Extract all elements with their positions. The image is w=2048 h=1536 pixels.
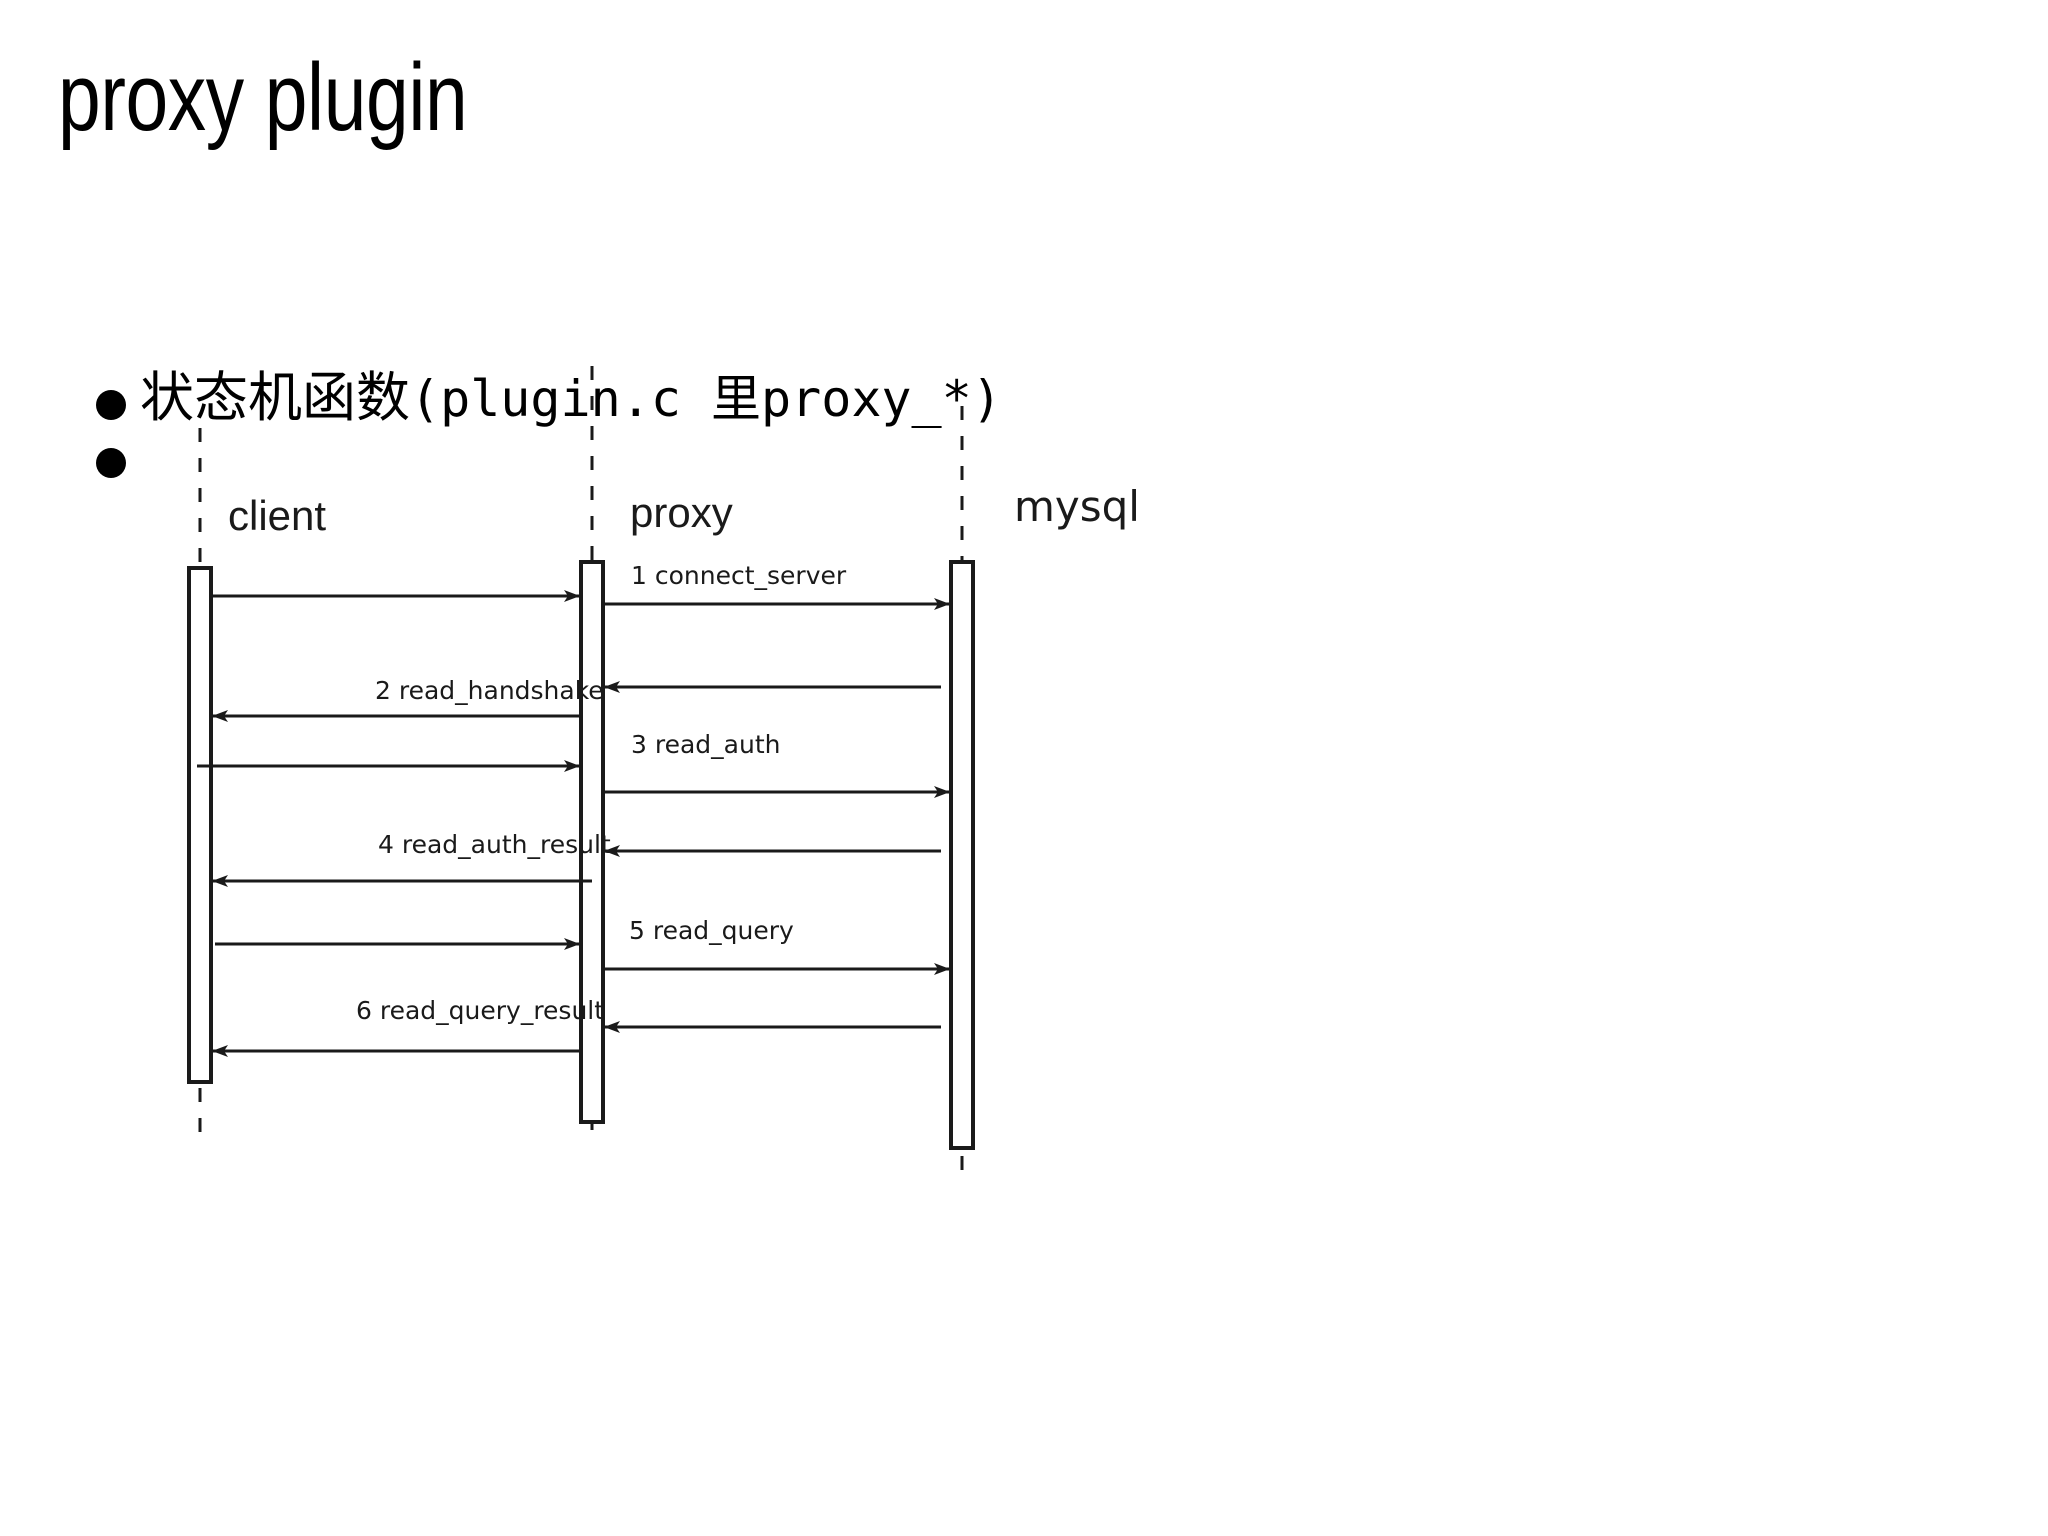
actor-label-mysql: mysql bbox=[1014, 482, 1140, 531]
bullet-dot-icon bbox=[96, 448, 126, 479]
actor-label-client: client bbox=[228, 492, 326, 539]
bullet-text-cjk: 状态机函数 bbox=[140, 366, 410, 429]
bullet-item-text: 状态机函数(plugin.c 里proxy_*) bbox=[140, 368, 1002, 428]
activation-bar-client bbox=[187, 566, 213, 1084]
list-item: 状态机函数(plugin.c 里proxy_*) bbox=[96, 368, 1596, 428]
lifeline-mysql: mysql bbox=[949, 406, 1140, 1180]
message-label-1: 1 connect_server bbox=[631, 561, 847, 590]
bullet-text-mono: (plugin.c 里proxy_*) bbox=[410, 370, 1002, 428]
bullet-list: 状态机函数(plugin.c 里proxy_*) bbox=[96, 368, 1596, 479]
message-3: 3 read_auth bbox=[197, 730, 950, 798]
list-item bbox=[96, 436, 1596, 479]
message-label-6: 6 read_query_result bbox=[356, 996, 604, 1025]
message-4: 4 read_auth_result bbox=[212, 830, 941, 887]
activation-bar-mysql bbox=[949, 560, 975, 1150]
message-6: 6 read_query_result bbox=[212, 996, 941, 1057]
message-label-4: 4 read_auth_result bbox=[378, 830, 611, 859]
message-2: 2 read_handshake bbox=[212, 676, 941, 722]
message-label-5: 5 read_query bbox=[629, 916, 794, 945]
actor-label-proxy: proxy bbox=[630, 489, 733, 536]
page-title: proxy plugin bbox=[58, 44, 468, 151]
message-label-2: 2 read_handshake bbox=[375, 676, 604, 705]
lifeline-client: client bbox=[187, 428, 326, 1136]
message-1: 1 connect_server bbox=[213, 561, 950, 610]
message-label-3: 3 read_auth bbox=[631, 730, 780, 759]
activation-bar-proxy bbox=[579, 560, 605, 1124]
message-5: 5 read_query bbox=[215, 916, 950, 975]
lifeline-proxy: proxy bbox=[579, 366, 733, 1136]
bullet-dot-icon bbox=[96, 390, 126, 420]
